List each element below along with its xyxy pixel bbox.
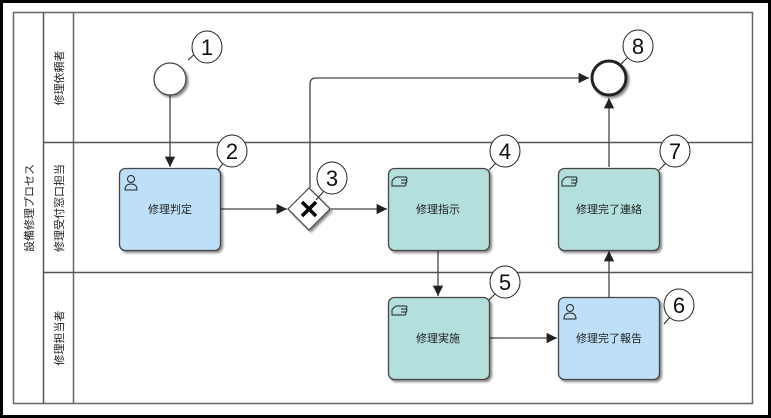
user-icon bbox=[563, 304, 577, 320]
callout-4: 4 bbox=[488, 134, 521, 171]
lane-label-requester: 修理依頼者 bbox=[52, 51, 66, 106]
task-label: 修理完了連絡 bbox=[576, 202, 642, 216]
hand-icon bbox=[391, 176, 408, 187]
pool-label: 設備修理プロセス bbox=[22, 164, 36, 252]
task-repair-judgment[interactable]: 修理判定 bbox=[118, 167, 222, 252]
bpmn-diagram: 設備修理プロセス 修理依頼者 修理受付窓口担当 修理担当者 bbox=[12, 11, 754, 405]
hand-icon bbox=[561, 176, 578, 187]
svg-text:5: 5 bbox=[499, 270, 511, 295]
svg-text:8: 8 bbox=[632, 34, 644, 59]
flow-gateway-to-end[interactable] bbox=[309, 72, 589, 188]
diagram-canvas: 設備修理プロセス 修理依頼者 修理受付窓口担当 修理担当者 bbox=[3, 3, 768, 415]
task-repair-execution[interactable]: 修理実施 bbox=[387, 296, 491, 381]
lane-label-reception: 修理受付窓口担当 bbox=[52, 164, 66, 252]
task-repair-instruction[interactable]: 修理指示 bbox=[387, 167, 491, 252]
svg-text:2: 2 bbox=[226, 139, 238, 164]
svg-text:1: 1 bbox=[201, 35, 213, 60]
callout-8: 8 bbox=[620, 29, 654, 65]
sequence-flows bbox=[164, 72, 615, 344]
task-label: 修理判定 bbox=[148, 202, 192, 216]
callout-5: 5 bbox=[488, 265, 521, 301]
task-repair-complete-report[interactable]: 修理完了報告 bbox=[557, 296, 661, 381]
callout-1: 1 bbox=[187, 30, 223, 64]
user-icon bbox=[124, 175, 138, 191]
callout-2: 2 bbox=[216, 134, 248, 171]
task-label: 修理指示 bbox=[416, 202, 460, 216]
callout-3: 3 bbox=[315, 161, 348, 201]
svg-text:7: 7 bbox=[669, 139, 681, 164]
lane-label-technician: 修理担当者 bbox=[52, 311, 66, 366]
task-label: 修理完了報告 bbox=[576, 331, 642, 345]
svg-text:3: 3 bbox=[326, 166, 338, 191]
hand-icon bbox=[391, 305, 408, 316]
callouts: 1 2 3 4 5 6 7 bbox=[187, 29, 695, 325]
svg-text:6: 6 bbox=[673, 293, 685, 318]
start-event[interactable] bbox=[153, 62, 187, 96]
end-event[interactable] bbox=[590, 59, 628, 97]
svg-text:4: 4 bbox=[499, 139, 511, 164]
exclusive-gateway[interactable] bbox=[287, 187, 331, 231]
callout-6: 6 bbox=[663, 288, 695, 325]
task-label: 修理実施 bbox=[416, 331, 460, 345]
x-icon bbox=[300, 200, 318, 218]
task-repair-complete-notice[interactable]: 修理完了連絡 bbox=[557, 167, 661, 252]
callout-7: 7 bbox=[658, 134, 691, 171]
